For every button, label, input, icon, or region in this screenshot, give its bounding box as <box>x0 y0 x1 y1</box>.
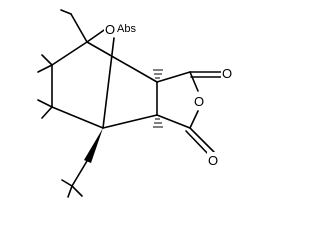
bond-c9-obot-a <box>189 127 215 153</box>
stereo-abs-label: Abs <box>117 23 136 35</box>
h-tick-ethyl-a <box>61 179 73 187</box>
bond-obridge-c4 <box>102 37 115 129</box>
stereo-wedges <box>84 69 163 163</box>
bond-c8-oring <box>189 71 199 92</box>
atom-o-bridge: O <box>105 22 115 37</box>
h-tick-c6-a <box>41 54 53 66</box>
bond-c2-c8 <box>156 71 191 83</box>
h-tick-c5-a <box>37 99 53 108</box>
bond-c4-c3 <box>102 114 158 129</box>
bond-c1-obridge <box>86 27 108 43</box>
bond-c3-c9 <box>156 114 191 129</box>
atom-labels: O Abs O O O <box>104 21 233 168</box>
bond-set <box>51 13 223 187</box>
wedge-c4-ethyl <box>84 128 103 163</box>
h-tick-c1-h <box>60 9 72 15</box>
h-tick-c6-b <box>37 64 53 73</box>
bond-c5-c4 <box>51 106 104 129</box>
bond-c1-c2 <box>86 41 158 83</box>
atom-o-carbonyl-bottom: O <box>208 153 218 168</box>
hydrogen-ticks <box>37 9 83 198</box>
atom-o-carbonyl-top: O <box>222 66 232 81</box>
bond-oring-c9 <box>189 110 199 129</box>
h-tick-ethyl-c <box>71 185 83 197</box>
h-tick-c5-b <box>41 106 53 119</box>
hash-c3-h <box>153 118 163 128</box>
molecule-structure-diagram: O Abs O O O <box>37 9 233 198</box>
hash-c2-h <box>153 69 163 79</box>
h-tick-ethyl-b <box>67 185 73 198</box>
bond-c9-obot-b <box>185 130 211 157</box>
bond-c1-methyl <box>70 13 88 43</box>
bond-c1-c6 <box>51 41 88 66</box>
atom-o-ring: O <box>194 94 204 109</box>
bond-ethyl-ch2-ch3 <box>71 160 88 187</box>
